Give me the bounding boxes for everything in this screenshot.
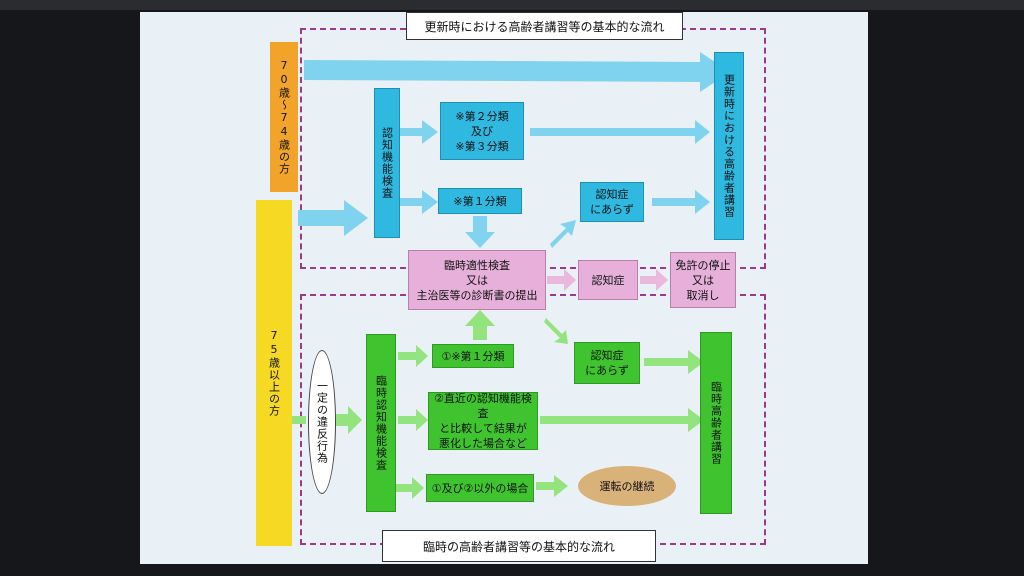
slide: 更新時における高齢者講習等の基本的な流れ 臨時の高齢者講習等の基本的な流れ 70…	[140, 12, 868, 564]
arrow-tempcog-to-cond2	[398, 409, 428, 431]
condition-2-box: ②直近の認知機能検査 と比較して結果が 悪化した場合など	[428, 392, 538, 450]
temp-lecture-box: 臨時高齢者講習	[700, 332, 732, 514]
arrow-dementia-to-revocation	[640, 269, 668, 291]
arrow-notdementia-to-renewal	[652, 190, 710, 214]
arrow-notdementia-to-templecture	[644, 350, 704, 374]
top-title: 更新時における高齢者講習等の基本的な流れ	[406, 12, 683, 40]
continue-driving-ellipse: 運転の継続	[578, 466, 676, 506]
arrow-tempcog-to-condother	[394, 477, 424, 499]
temp-cognitive-test-box: 臨時認知機能検査	[366, 334, 396, 512]
arrow-70-to-renewal	[304, 52, 730, 92]
flow-arrows	[290, 52, 730, 499]
condition-other-box: ①及び②以外の場合	[426, 474, 534, 502]
dementia-box: 認知症	[578, 260, 638, 300]
age-70-74-bar: 70歳〜74歳の方	[270, 42, 298, 192]
arrow-tempcog-to-cond1	[398, 345, 428, 367]
not-dementia-bottom-box: 認知症 にあらず	[574, 342, 640, 384]
arrow-violation-to-tempcog	[336, 406, 362, 434]
not-dementia-top-box: 認知症 にあらず	[580, 182, 644, 222]
bottom-title: 臨時の高齢者講習等の基本的な流れ	[382, 530, 656, 562]
condition-1-box: ①※第１分類	[432, 344, 514, 368]
arrow-cognitive-to-cat1	[396, 190, 438, 214]
arrow-75-to-cognitive	[298, 200, 368, 236]
violation-ellipse: 一定の違反行為	[308, 350, 336, 494]
arrow-cat23-to-renewal	[530, 120, 710, 144]
category-1-box: ※第１分類	[438, 188, 522, 214]
arrow-cognitive-to-cat23	[396, 120, 438, 144]
arrow-75-to-violation	[290, 416, 306, 424]
arrow-aptitude-to-dementia	[547, 269, 576, 291]
cognitive-test-box: 認知機能検査	[374, 88, 400, 238]
arrow-cond2-to-templecture	[540, 408, 704, 432]
category-2-3-box: ※第２分類 及び ※第３分類	[440, 102, 524, 160]
license-revocation-box: 免許の停止 又は 取消し	[670, 252, 736, 308]
arrow-cond1-to-aptitude	[465, 310, 495, 340]
renewal-lecture-box: 更新時における高齢者講習	[714, 52, 744, 240]
temp-aptitude-test-box: 臨時適性検査 又は 主治医等の診断書の提出	[408, 250, 546, 310]
arrow-aptitude-to-notdementia	[550, 220, 576, 248]
age-75-plus-bar: 75歳以上の方	[256, 200, 292, 546]
arrow-cat1-to-aptitude	[465, 216, 495, 248]
arrow-condother-to-continue	[536, 475, 568, 497]
screen-bezel	[0, 0, 1024, 10]
arrow-aptitude-to-notdementia-bottom	[544, 318, 568, 344]
